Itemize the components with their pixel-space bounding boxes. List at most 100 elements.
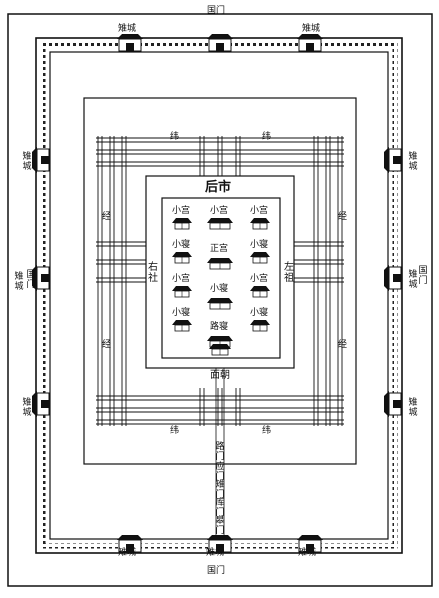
gate-towers <box>32 34 402 553</box>
hall-label-right-0: 小宫 <box>250 206 269 216</box>
label-wall-bottom-right: 雉城 <box>298 548 317 558</box>
gate-h-0-door <box>126 43 134 51</box>
hall-right-0 <box>250 218 270 230</box>
gate-h-5-door <box>306 544 314 552</box>
hall-label-left-1: 小寝 <box>172 240 191 250</box>
hall-right-1 <box>250 252 270 264</box>
hall-right-3-roof <box>250 320 270 325</box>
hall-left-2-roof <box>172 286 192 291</box>
label-wall-top-left: 雉城 <box>118 24 137 34</box>
hall-left-1 <box>172 252 192 264</box>
gate-h-5 <box>297 535 323 553</box>
hall-label-left-0: 小宫 <box>172 206 191 216</box>
gate-v-5-roof <box>384 391 389 417</box>
label-wall-right-1: 雉城 <box>408 152 418 172</box>
outer-frame <box>7 13 433 587</box>
gate-v-0-door <box>41 156 49 164</box>
hall-label-center-0: 小宫 <box>210 206 229 216</box>
hall-label-right-2: 小宫 <box>250 274 269 284</box>
label-wall-right-2: 雉城 <box>408 270 418 290</box>
label-gate-road: 路门 <box>215 442 225 462</box>
hall-label-right-3: 小寝 <box>250 308 269 318</box>
hall-label-left-3: 小寝 <box>172 308 191 318</box>
hall-left-0-roof <box>172 218 192 223</box>
label-altar-left: 左祖 <box>284 262 294 284</box>
label-gate-ku: 库门 <box>215 498 225 518</box>
hall-center-gate-roof <box>209 344 231 349</box>
hall-label-right-1: 小寝 <box>250 240 269 250</box>
hall-left-3 <box>172 320 192 332</box>
hall-center-3-roof <box>207 336 233 341</box>
hall-right-3 <box>250 320 270 332</box>
hall-right-1-roof <box>250 252 270 257</box>
label-wall-left-2: 雉城 <box>14 272 24 292</box>
gate-v-3-roof <box>384 147 389 173</box>
label-wall-right-3: 雉城 <box>408 398 418 418</box>
gate-h-4-door <box>216 544 224 552</box>
gate-v-4 <box>384 265 402 291</box>
hall-center-gate <box>209 344 231 356</box>
gate-h-4-roof <box>207 535 233 540</box>
gate-h-3 <box>117 535 143 553</box>
label-gate-gao: 皋门 <box>215 516 225 536</box>
hall-label-center-2: 小寝 <box>210 284 229 294</box>
gate-v-0-roof <box>32 147 37 173</box>
gate-v-4-roof <box>384 265 389 291</box>
gate-v-1-roof <box>32 265 37 291</box>
hall-left-3-roof <box>172 320 192 325</box>
hall-center-0-roof <box>207 218 233 223</box>
hall-left-1-roof <box>172 252 192 257</box>
label-road-top-right: 纬 <box>262 132 272 142</box>
hall-center-0 <box>207 218 233 230</box>
gate-h-0-roof <box>117 34 143 39</box>
label-bottom-gate: 国门 <box>207 566 226 576</box>
label-wall-bottom-center: 雉城 <box>206 548 225 558</box>
gate-h-0 <box>117 34 143 52</box>
gate-h-4 <box>207 535 233 553</box>
hall-left-2 <box>172 286 192 298</box>
hall-center-2 <box>207 298 233 310</box>
gate-v-1 <box>32 265 50 291</box>
gate-v-1-door <box>41 274 49 282</box>
gate-h-3-roof <box>117 535 143 540</box>
palace-halls <box>172 218 270 356</box>
label-altar-right: 右社 <box>148 262 158 284</box>
gate-v-2-door <box>41 400 49 408</box>
gate-h-1 <box>207 34 233 52</box>
middle-enclosure <box>83 97 357 465</box>
label-road-bottom-left: 纬 <box>170 426 180 436</box>
gate-h-3-door <box>126 544 134 552</box>
hall-label-center-3: 路寝 <box>210 322 229 332</box>
label-gate-zhi: 雉门 <box>215 480 225 500</box>
label-right-gate: 国门 <box>418 266 428 286</box>
label-wall-top-right: 雉城 <box>302 24 321 34</box>
hall-center-1-roof <box>207 258 233 263</box>
gate-h-2-roof <box>297 34 323 39</box>
gate-v-0 <box>32 147 50 173</box>
label-gate-ying: 应门 <box>215 462 225 482</box>
gate-v-5-door <box>393 400 401 408</box>
hall-right-2-roof <box>250 286 270 291</box>
gate-h-5-roof <box>297 535 323 540</box>
gate-v-2-roof <box>32 391 37 417</box>
gate-h-2 <box>297 34 323 52</box>
label-wall-left-1: 雉城 <box>22 152 32 172</box>
gate-v-5 <box>384 391 402 417</box>
gate-v-4-door <box>393 274 401 282</box>
label-road-left-top: 经 <box>102 212 112 222</box>
gate-h-1-door <box>216 43 224 51</box>
gate-h-2-door <box>306 43 314 51</box>
label-road-bottom-right: 纬 <box>262 426 272 436</box>
gate-h-1-roof <box>207 34 233 39</box>
label-road-right-bottom: 经 <box>338 340 348 350</box>
hall-label-center-1: 正宫 <box>210 244 229 254</box>
label-road-left-bottom: 经 <box>102 340 112 350</box>
hall-center-1 <box>207 258 233 270</box>
hall-right-0-roof <box>250 218 270 223</box>
hall-left-0 <box>172 218 192 230</box>
gate-v-2 <box>32 391 50 417</box>
label-left-gate: 国门 <box>26 270 36 290</box>
gate-v-3-door <box>393 156 401 164</box>
